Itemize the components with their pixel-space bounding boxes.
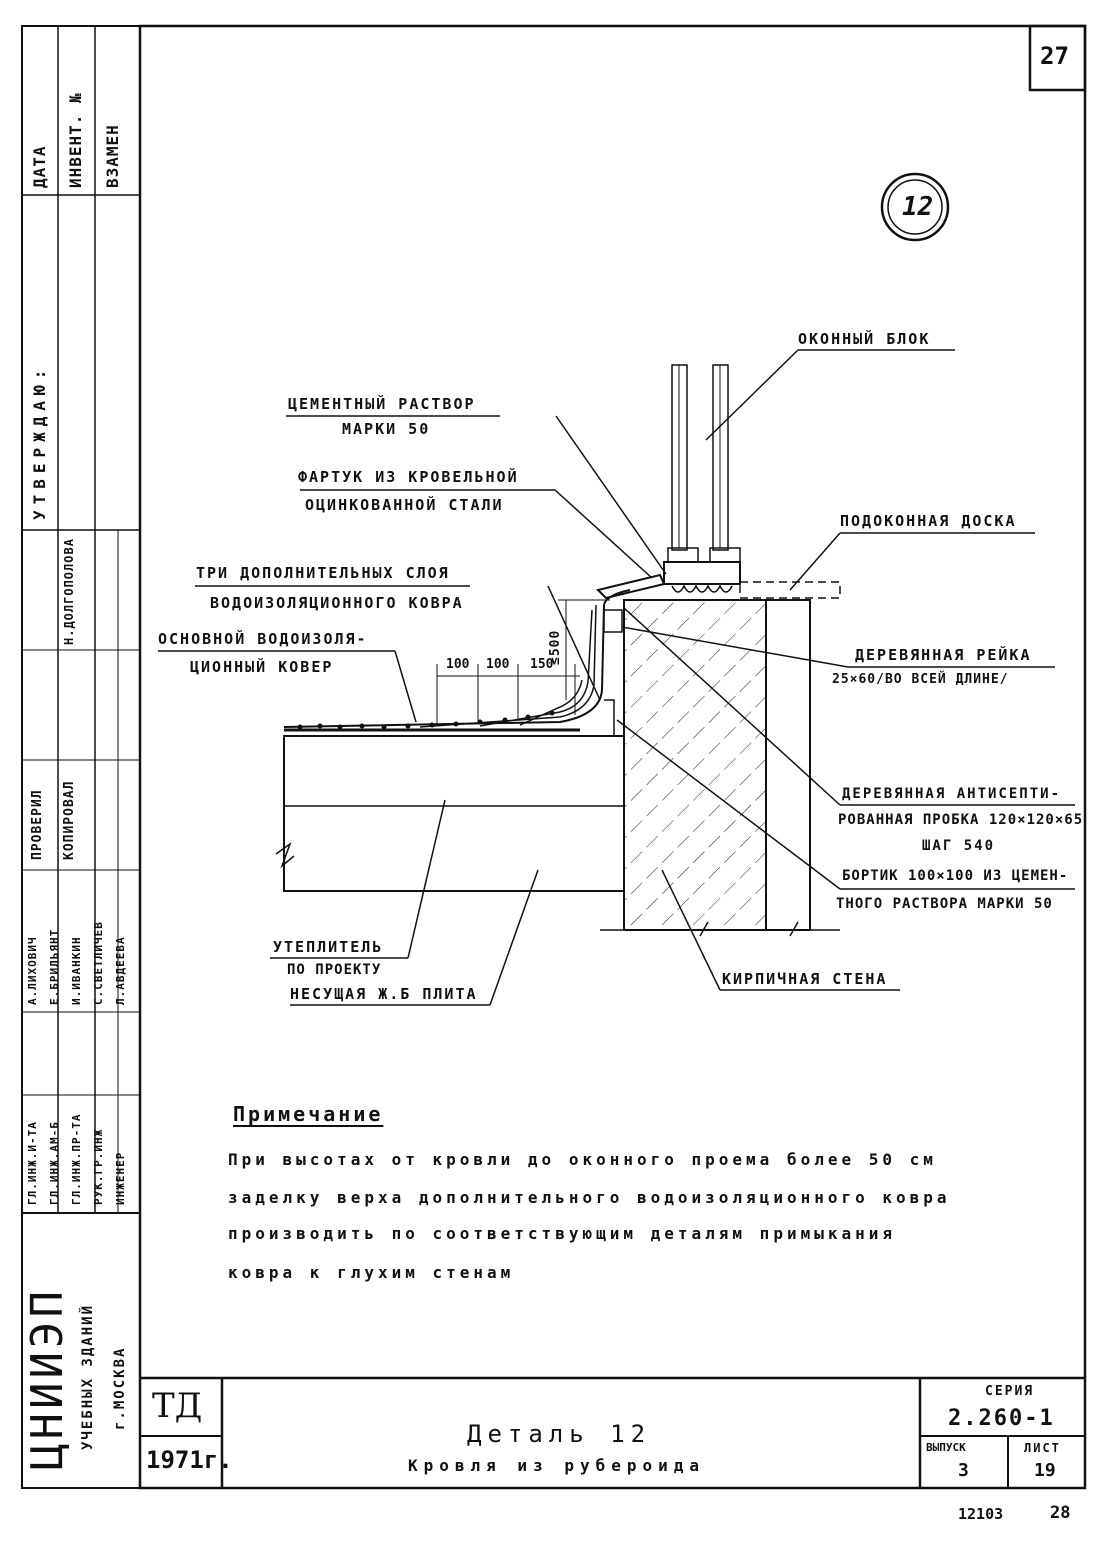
title-year: 1971г. — [146, 1446, 233, 1474]
dim-100b: 100 — [486, 657, 510, 672]
stamp-copier: Н.ДОЛГОПОЛОВА — [62, 538, 76, 645]
label-apron-2: ОЦИНКОВАННОЙ СТАЛИ — [305, 496, 504, 514]
stamp-head-4: РУК.ГР.ИНЖ — [92, 1128, 105, 1205]
sill-board — [739, 581, 841, 599]
label-wood-plug-3: ШАГ 540 — [922, 838, 996, 854]
stamp-institute-sub: УЧЕБНЫХ ЗДАНИЙ — [80, 1303, 96, 1450]
footer-page: 28 — [1050, 1503, 1071, 1523]
stamp-name-5: Л.АВДЕЕВА — [114, 936, 127, 1005]
label-curb-1: БОРТИК 100×100 ИЗ ЦЕМЕН- — [842, 868, 1069, 884]
dim-100a: 100 — [446, 657, 470, 672]
label-main-carpet-1: ОСНОВНОЙ ВОДОИЗОЛЯ- — [158, 630, 368, 648]
title-main: Деталь 12 — [467, 1420, 652, 1448]
page-number: 27 — [1040, 42, 1069, 70]
detail-marker-inner — [887, 179, 943, 235]
stamp-name-4: С.СВЕТЛИЧЕВ — [92, 921, 105, 1005]
note-title: Примечание — [233, 1102, 384, 1126]
note-line-4: ковра к глухим стенам — [228, 1263, 515, 1282]
label-brick-wall: КИРПИЧНАЯ СТЕНА — [722, 970, 888, 988]
note-line-2: заделку верха дополнительного водоизоляц… — [228, 1188, 951, 1207]
label-window-block: ОКОННЫЙ БЛОК — [798, 330, 931, 348]
series-value: 2.260-1 — [948, 1406, 1055, 1431]
stamp-name-3: И.ИВАНКИН — [70, 936, 83, 1005]
stamp-name-1: А.ЛИХОВИЧ — [26, 936, 39, 1005]
stamp-head-5: ИНЖЕНЕР — [114, 1151, 127, 1205]
label-insulation-2: ПО ПРОЕКТУ — [287, 962, 382, 978]
stamp-head-3: ГЛ.ИНЖ.ПР-ТА — [70, 1113, 83, 1205]
label-cement-mortar-1: ЦЕМЕНТНЫЙ РАСТВОР — [288, 395, 476, 413]
detail-marker-label: 12 — [902, 192, 934, 222]
issue-label: ВЫПУСК — [926, 1441, 966, 1454]
issue-value: 3 — [958, 1460, 969, 1481]
stamp-head-2: ГЛ.ИНЖ.АМ-Б — [48, 1121, 61, 1205]
stamp-approved: УТВЕРЖДАЮ: — [30, 363, 49, 520]
series-label: СЕРИЯ — [985, 1384, 1035, 1399]
page-number-box — [1028, 24, 1087, 92]
label-insulation-1: УТЕПЛИТЕЛЬ — [273, 938, 384, 956]
dim-150: 150 — [530, 657, 554, 672]
stamp-inventory: ИНВЕНТ. № — [66, 92, 85, 188]
label-wood-strip-2: 25×60/ВО ВСЕЙ ДЛИНЕ/ — [832, 672, 1009, 687]
label-main-carpet-2: ЦИОННЫЙ КОВЕР — [190, 658, 334, 676]
stamp-replaces: ВЗАМЕН — [103, 124, 122, 188]
note-line-1: При высотах от кровли до оконного проема… — [228, 1150, 937, 1169]
label-three-layers-2: ВОДОИЗОЛЯЦИОННОГО КОВРА — [210, 594, 464, 612]
stamp-check: ПРОВЕРИЛ — [30, 789, 45, 860]
stamp-date: ДАТА — [30, 145, 49, 188]
title-code: ТД — [152, 1386, 203, 1426]
stamp-name-2: Е.БРИЛЬЯНТ — [48, 928, 61, 1005]
label-apron-1: ФАРТУК ИЗ КРОВЕЛЬНОЙ — [298, 468, 519, 486]
title-subtitle: Кровля из рубероида — [408, 1456, 706, 1475]
label-three-layers-1: ТРИ ДОПОЛНИТЕЛЬНЫХ СЛОЯ — [196, 564, 450, 582]
sheet-value: 19 — [1034, 1460, 1056, 1481]
stamp-copied: КОПИРОВАЛ — [62, 780, 77, 860]
label-curb-2: ТНОГО РАСТВОРА МАРКИ 50 — [836, 896, 1053, 912]
note-line-3: производить по соответствующим деталям п… — [228, 1224, 897, 1243]
label-wood-plug-2: РОВАННАЯ ПРОБКА 120×120×65 — [838, 812, 1084, 828]
stamp-head-1: ГЛ.ИНЖ.И-ТА — [26, 1121, 39, 1205]
label-slab: НЕСУЩАЯ Ж.Б ПЛИТА — [290, 985, 478, 1003]
stamp-city: г.МОСКВА — [112, 1346, 128, 1430]
label-wood-plug-1: ДЕРЕВЯННАЯ АНТИСЕПТИ- — [842, 786, 1062, 802]
label-sill-board: ПОДОКОННАЯ ДОСКА — [840, 512, 1017, 530]
sheet-label: ЛИСТ — [1024, 1441, 1061, 1455]
footer-order: 12103 — [958, 1505, 1004, 1523]
stamp-institute: ЦНИИЭП — [22, 1287, 73, 1470]
detail-marker-outer — [880, 172, 950, 242]
label-cement-mortar-2: МАРКИ 50 — [342, 420, 431, 438]
brick-wall — [623, 599, 767, 931]
label-wood-strip-1: ДЕРЕВЯННАЯ РЕЙКА — [855, 646, 1032, 664]
dim-500: ≤500 — [548, 629, 563, 665]
left-stamp-frame — [21, 25, 141, 1489]
slab-outline — [283, 735, 625, 892]
